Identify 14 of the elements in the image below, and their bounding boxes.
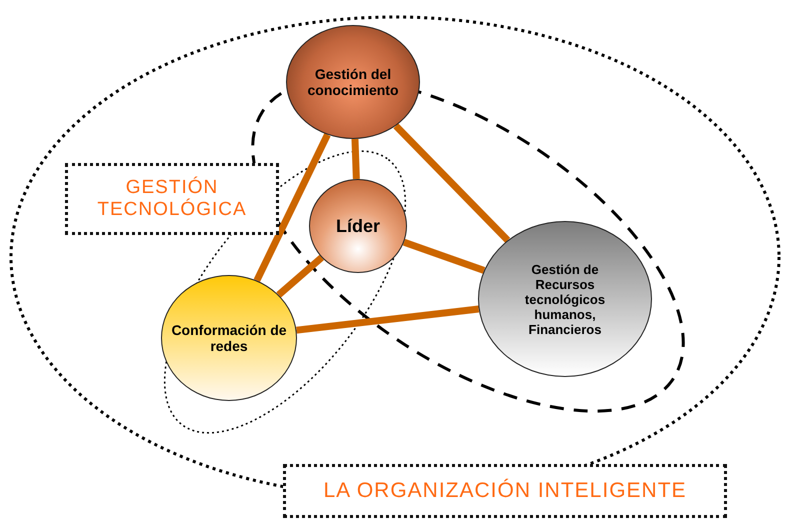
connector-line — [402, 238, 486, 274]
connector-line — [393, 123, 510, 243]
node-label: Gestión de Recursos tecnológicos humanos, Financieros — [524, 262, 606, 336]
connector-line — [276, 254, 324, 298]
label-text: GESTIÓN TECNOLÓGICA — [96, 177, 248, 221]
node-label: Gestión del conocimiento — [306, 66, 400, 98]
title-box — [283, 464, 727, 518]
circle-node — [309, 179, 407, 273]
node-label: Líder — [336, 216, 380, 236]
node-label: Conformación de redes — [170, 322, 288, 354]
connector-line — [296, 306, 480, 334]
label-box — [65, 163, 279, 235]
connector-line — [254, 133, 331, 282]
title-text: LA ORGANIZACIÓN INTELIGENTE — [323, 479, 687, 503]
